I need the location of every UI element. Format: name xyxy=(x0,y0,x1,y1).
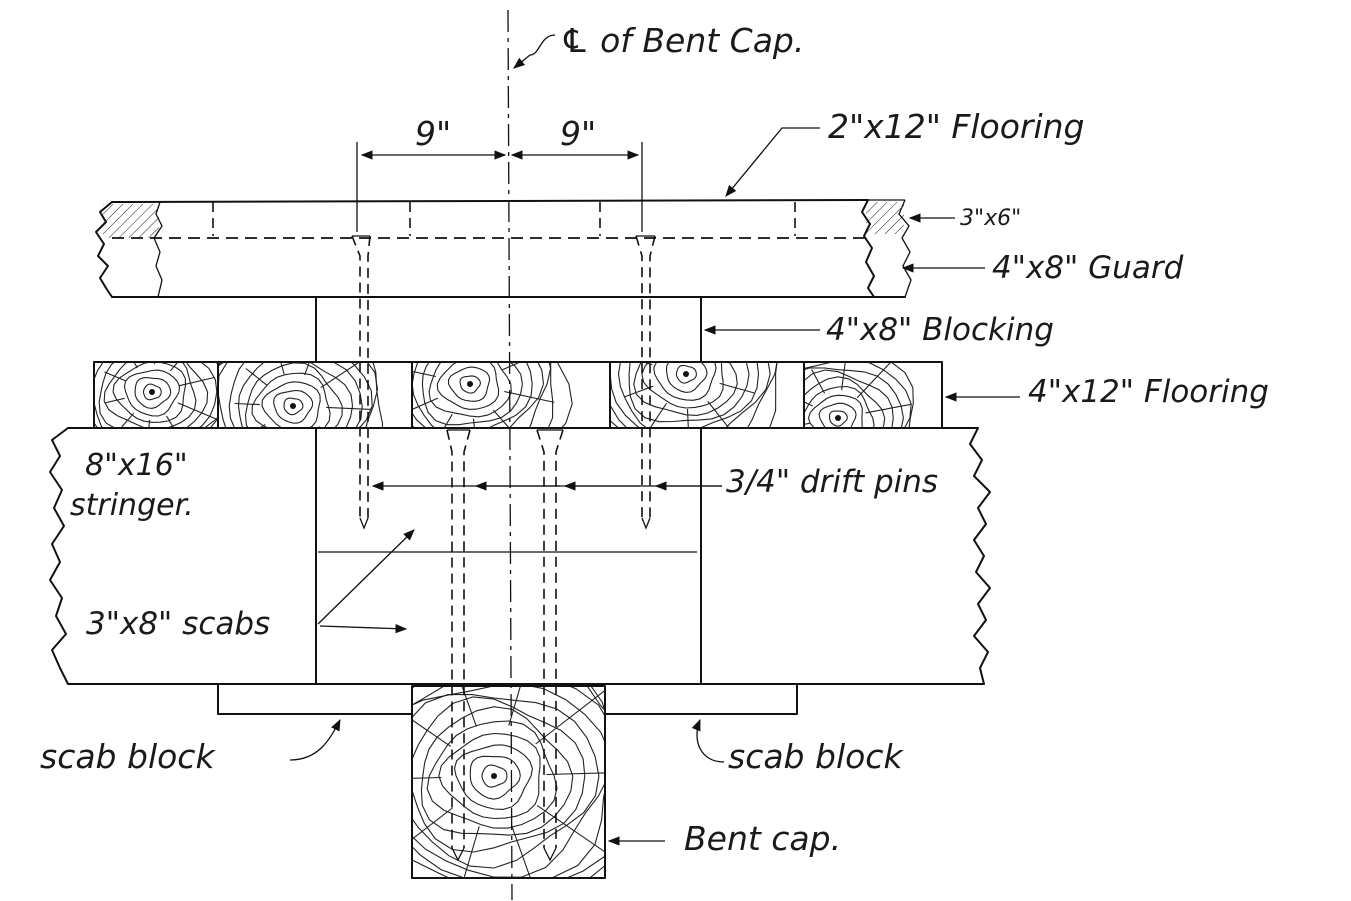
drift-pins xyxy=(351,235,656,862)
centerline-label: ℄ of Bent Cap. xyxy=(560,21,804,60)
stringer-outline xyxy=(49,427,991,685)
stringer-size-label: 8"x16" xyxy=(85,448,188,483)
bent-cap-label: Bent cap. xyxy=(684,819,841,858)
guard-4x8-label: 4"x8" Guard xyxy=(992,250,1184,286)
bent-cap-outline xyxy=(411,685,606,879)
scab-blocks xyxy=(217,683,798,715)
rail-hatch-left xyxy=(103,204,159,238)
stringer-label: stringer. xyxy=(70,488,194,523)
spike-marks xyxy=(212,202,796,236)
deck-right-break xyxy=(861,199,875,298)
dimension-9in-right xyxy=(510,142,643,232)
dimension-right-label: 9" xyxy=(560,114,596,153)
bent-cap-end-grain xyxy=(413,687,604,877)
blocking-4x8 xyxy=(315,296,702,363)
top-deck-assembly xyxy=(95,199,912,298)
dimension-9in-left xyxy=(356,142,507,232)
stringer-8x16 xyxy=(49,427,991,685)
rail-3x6-label: 3"x6" xyxy=(960,206,1021,231)
flooring-2x12-top-edge xyxy=(111,199,869,203)
flooring-4x12-row xyxy=(93,361,943,429)
blocking-4x8-label: 4"x8" Blocking xyxy=(826,312,1054,348)
dimension-left-label: 9" xyxy=(415,114,451,153)
leader-lines xyxy=(289,34,1020,846)
scab-block-left-label: scab block xyxy=(40,737,216,776)
scabs-label: 3"x8" scabs xyxy=(86,606,270,642)
end-grain-rings xyxy=(95,363,914,427)
rail-3x6-hatch xyxy=(866,202,904,234)
bent-cap xyxy=(411,685,606,879)
drift-pins-label: 3/4" drift pins xyxy=(726,464,938,500)
centerline-of-bent-cap xyxy=(507,9,513,901)
drift-pin-right-inner xyxy=(536,429,564,862)
flooring-2x12-label: 2"x12" Flooring xyxy=(828,107,1085,146)
flooring-4x12-label: 4"x12" Flooring xyxy=(1028,374,1269,410)
drift-pin-left-inner xyxy=(446,429,471,862)
drift-pin-right-outer xyxy=(635,235,656,530)
drift-pin-left-outer xyxy=(351,235,371,530)
scab-block-right-label: scab block xyxy=(728,737,904,776)
text-labels: ℄ of Bent Cap. 9" 9" 2"x12" Flooring 3"x… xyxy=(40,21,1269,858)
